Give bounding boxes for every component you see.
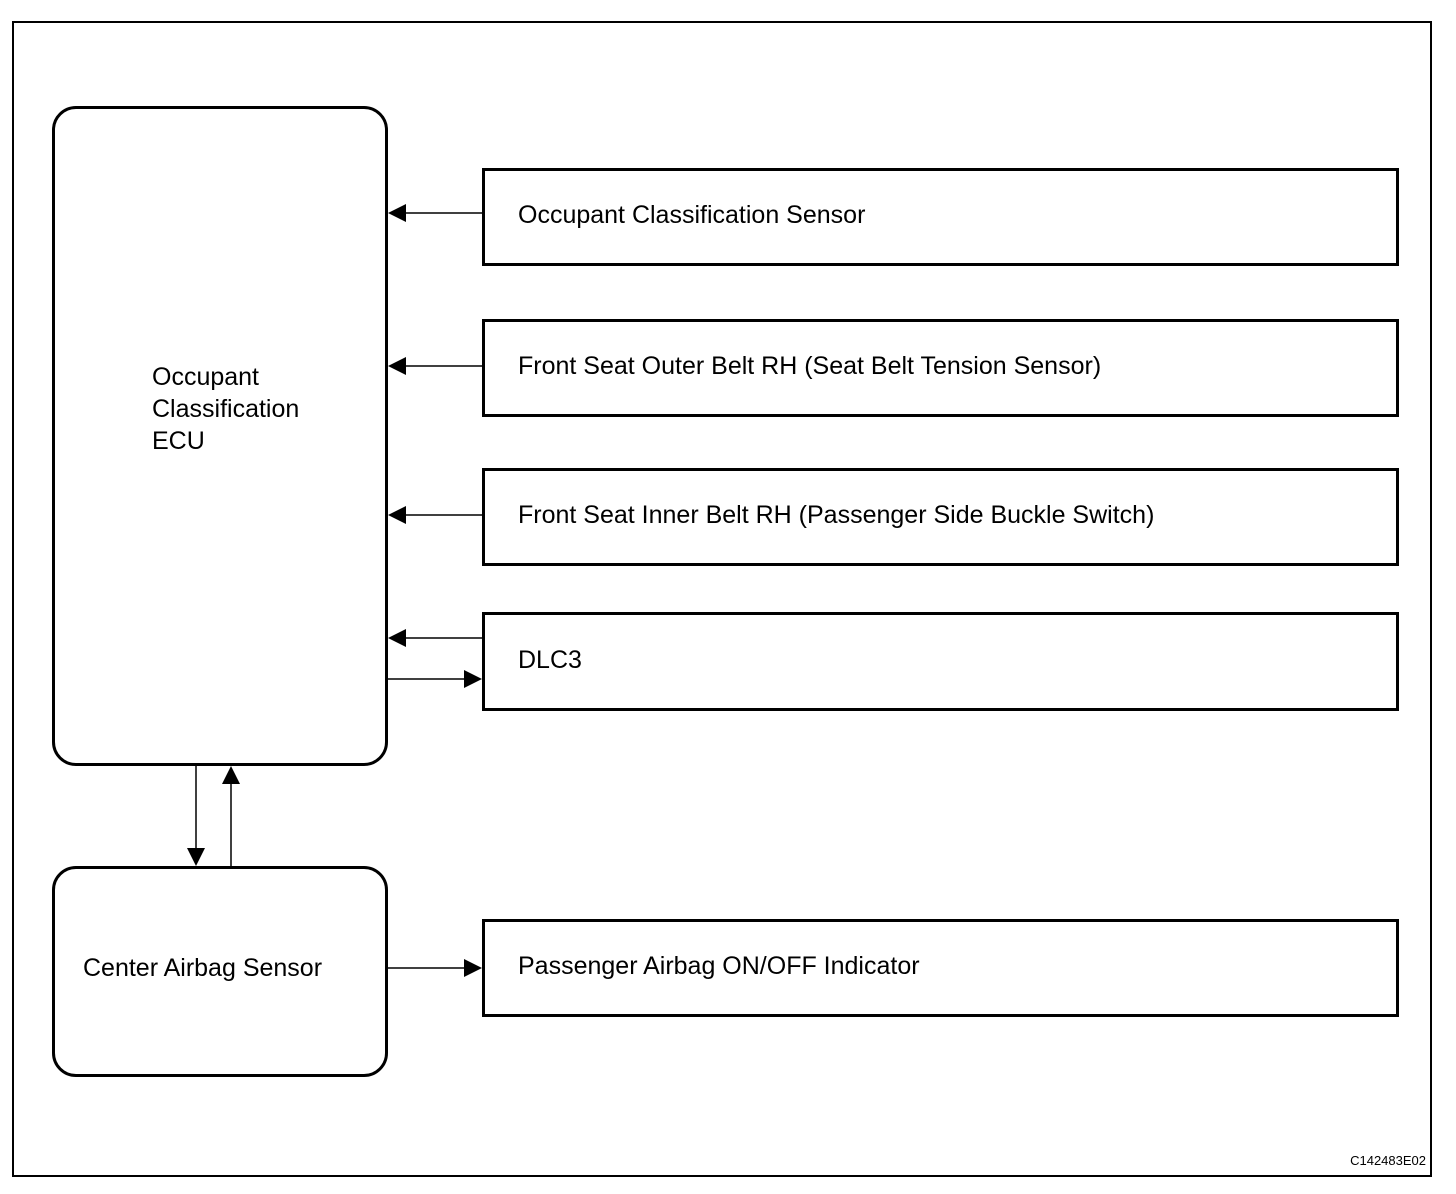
center-airbag-sensor-label: Center Airbag Sensor [83, 954, 323, 982]
ecu-label-line-3: ECU [152, 427, 205, 455]
ecu-label-line-1: Occupant [152, 363, 260, 391]
occupant-classification-ecu-box: Occupant Classification ECU [52, 106, 388, 766]
passenger-airbag-indicator-label: Passenger Airbag ON/OFF Indicator [518, 952, 920, 980]
passenger-airbag-indicator-box: Passenger Airbag ON/OFF Indicator [482, 919, 1399, 1017]
dlc3-label: DLC3 [518, 646, 582, 674]
diagram-frame [12, 21, 1432, 1177]
front-seat-outer-belt-box: Front Seat Outer Belt RH (Seat Belt Tens… [482, 319, 1399, 417]
dlc3-box: DLC3 [482, 612, 1399, 711]
front-seat-outer-belt-label: Front Seat Outer Belt RH (Seat Belt Tens… [518, 352, 1102, 380]
ecu-label: Occupant Classification ECU [152, 361, 352, 457]
front-seat-inner-belt-box: Front Seat Inner Belt RH (Passenger Side… [482, 468, 1399, 566]
front-seat-inner-belt-label: Front Seat Inner Belt RH (Passenger Side… [518, 501, 1155, 529]
center-airbag-sensor-box: Center Airbag Sensor [52, 866, 388, 1077]
occupant-classification-sensor-box: Occupant Classification Sensor [482, 168, 1399, 266]
occupant-classification-sensor-label: Occupant Classification Sensor [518, 201, 866, 229]
ecu-label-line-2: Classification [152, 395, 300, 423]
figure-code: C142483E02 [1350, 1153, 1426, 1168]
